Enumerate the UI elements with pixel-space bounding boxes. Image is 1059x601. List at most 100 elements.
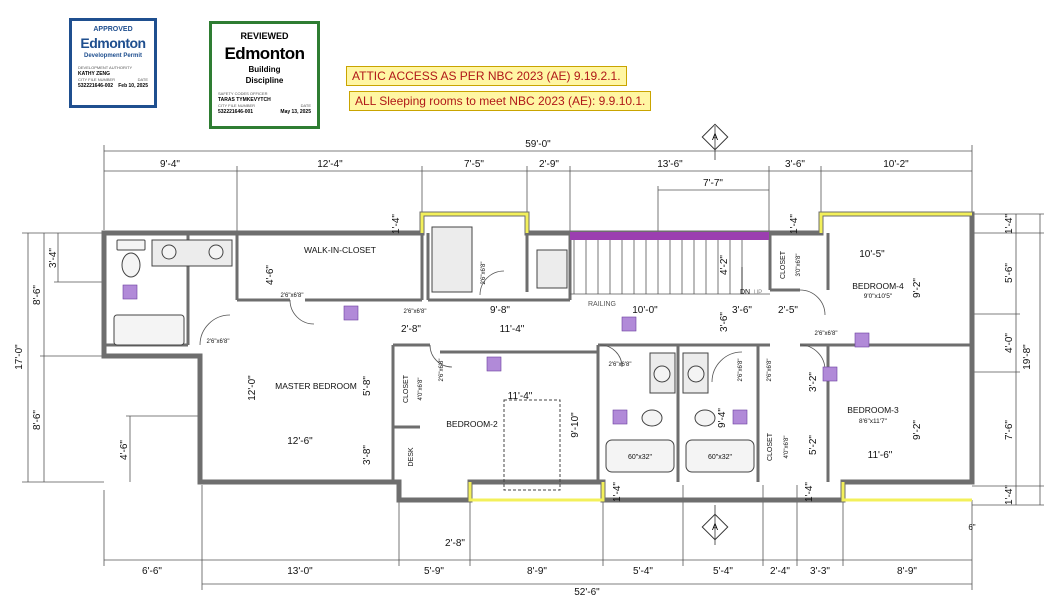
dim-bedroom-2-width: 11'-4" <box>508 391 533 402</box>
dim-right: 7'-6" <box>1004 420 1015 440</box>
dim-right-overall: 19'-8" <box>1022 344 1033 370</box>
dim-bottom: 2'-4" <box>770 566 790 577</box>
dim-wic-depth: 4'-6" <box>265 265 276 285</box>
dim-interior: 4'-2" <box>719 255 730 275</box>
dim-top: 10'-2" <box>883 159 909 170</box>
section-marker-bottom: A <box>701 505 729 545</box>
dim-interior: 3'-6" <box>732 305 752 316</box>
dim-interior: 5'-8" <box>362 376 373 396</box>
dim-interior: 1'-4" <box>391 214 402 234</box>
dim-interior: 11'-4" <box>500 324 525 335</box>
dim-left: 3'-4" <box>48 248 59 268</box>
attic-access-note: ATTIC ACCESS AS PER NBC 2023 (AE) 9.19.2… <box>346 66 627 86</box>
stamp-officer-name: TARAS TYMKEVYTCH <box>218 97 271 103</box>
stamp-date: Feb 10, 2025 <box>118 83 148 89</box>
dimension-labels: 59'-0" 9'-4" 12'-4" 7'-5" 2'-9" 13'-6" 3… <box>14 139 1033 598</box>
dim-hall: 9'-8" <box>490 305 510 316</box>
door-label: 2'6"x6'8" <box>281 293 304 299</box>
door-swings <box>199 270 826 383</box>
section-marker-label: A <box>712 132 718 142</box>
stair-dn-label: DN <box>740 289 750 296</box>
dim-bottom-overall: 52'-6" <box>574 587 600 598</box>
room-closet: CLOSET <box>767 432 774 461</box>
stamp-subtitle-2: Discipline <box>245 76 284 85</box>
dim-interior: 3'-6" <box>719 312 730 332</box>
stamp-officer-label: SAFETY CODES OFFICER <box>218 91 268 96</box>
dim-right: 5'-6" <box>1004 263 1015 283</box>
dim-bottom: 8'-9" <box>897 566 917 577</box>
dim-interior: 2'-5" <box>778 305 798 316</box>
dim-top: 3'-6" <box>785 159 805 170</box>
stamp-file-label: CITY FILE NUMBER <box>218 103 256 108</box>
dim-bedroom-3-width: 11'-6" <box>868 450 893 461</box>
dim-bottom: 5'-4" <box>713 566 733 577</box>
dim-left: 8'-6" <box>32 410 43 430</box>
dim-interior: 5'-2" <box>808 435 819 455</box>
room-bedroom-3-size: 8'6"x11'7" <box>859 418 888 425</box>
dim-hall: 10'-0" <box>632 305 658 316</box>
stamp-heading: APPROVED <box>93 26 133 33</box>
tub-label: 60"x32" <box>628 454 653 461</box>
dim-interior: 1'-4" <box>804 482 815 502</box>
section-marker-label: A <box>712 522 718 532</box>
dim-right-small: 6" <box>968 523 975 532</box>
dim-top: 2'-9" <box>539 159 559 170</box>
closet-door-label: 4'0"x6'8" <box>784 436 790 459</box>
dim-bedroom-4-height: 9'-2" <box>912 278 923 298</box>
door-label: 2'6"x6'8" <box>738 359 744 382</box>
stair-up-label: UP <box>754 290 762 296</box>
dim-interior: 1'-4" <box>789 214 800 234</box>
smoke-detectors <box>122 284 870 425</box>
dim-interior: 3'-8" <box>362 445 373 465</box>
stair-highlight <box>570 232 769 240</box>
reviewed-stamp: REVIEWED Edmonton Building Discipline SA… <box>209 21 320 129</box>
dim-top: 7'-5" <box>464 159 484 170</box>
stamp-authority-label: DEVELOPMENT AUTHORITY <box>78 65 133 70</box>
stamp-file-number: 532221646-001 <box>218 109 254 115</box>
stamp-authority-name: KATHY ZENG <box>78 71 111 77</box>
sleeping-rooms-note: ALL Sleeping rooms to meet NBC 2023 (AE)… <box>349 91 652 111</box>
room-master-bedroom: MASTER BEDROOM <box>275 381 357 391</box>
room-closet: CLOSET <box>780 250 787 279</box>
dim-right: 1'-4" <box>1004 214 1015 234</box>
stamp-file-label: CITY FILE NUMBER <box>78 77 116 82</box>
dim-interior: 9'-4" <box>717 408 728 428</box>
dim-interior: 12'-6" <box>287 436 313 447</box>
dim-left: 8'-6" <box>32 285 43 305</box>
dim-stair-run: 7'-7" <box>703 178 723 189</box>
room-closet: CLOSET <box>403 374 410 403</box>
dim-right: 4'-0" <box>1004 333 1015 353</box>
dim-bottom: 3'-3" <box>810 566 830 577</box>
stamp-date: May 13, 2025 <box>280 109 311 115</box>
tub-label: 60"x32" <box>708 454 733 461</box>
dim-interior: 2'-8" <box>445 538 465 549</box>
dim-top: 9'-4" <box>160 159 180 170</box>
stamp-values-row: 532221646-001 May 13, 2025 <box>212 109 317 116</box>
closet-door-label: 4'0"x6'8" <box>418 378 424 401</box>
stair-treads <box>570 240 770 295</box>
dim-bedroom-4-width: 10'-5" <box>859 249 885 260</box>
room-desk: DESK <box>408 447 415 466</box>
stamp-subtitle: Development Permit <box>83 53 143 59</box>
dim-left-overall: 17'-0" <box>14 344 25 370</box>
door-label: 2'6"x6'8" <box>439 359 445 382</box>
dim-top-overall: 59'-0" <box>525 139 551 150</box>
approved-stamp: APPROVED Edmonton Development Permit DEV… <box>69 18 157 108</box>
dim-bottom: 5'-9" <box>424 566 444 577</box>
dim-interior: 3'-2" <box>808 372 819 392</box>
door-label: 2'6"x6'8" <box>207 339 230 345</box>
dim-interior: 1'-4" <box>612 482 623 502</box>
stamp-date-label: DATE <box>137 77 148 82</box>
door-label: 2'6"x6'8" <box>815 331 838 337</box>
stamp-values-row: 532221646-002 Feb 10, 2025 <box>72 83 154 90</box>
door-label: 2'6"x6'8" <box>481 262 487 285</box>
stamp-labels-row: CITY FILE NUMBER DATE <box>72 77 154 83</box>
dim-bottom: 5'-4" <box>633 566 653 577</box>
stamp-brand: Edmonton <box>224 44 305 63</box>
dim-bottom: 6'-6" <box>142 566 162 577</box>
railing-label: RAILING <box>588 301 616 308</box>
room-bedroom-4: BEDROOM-4 <box>852 281 904 291</box>
room-bedroom-2: BEDROOM-2 <box>446 419 498 429</box>
room-walk-in-closet: WALK-IN-CLOSET <box>304 245 376 255</box>
dim-interior: 12'-0" <box>247 375 258 401</box>
